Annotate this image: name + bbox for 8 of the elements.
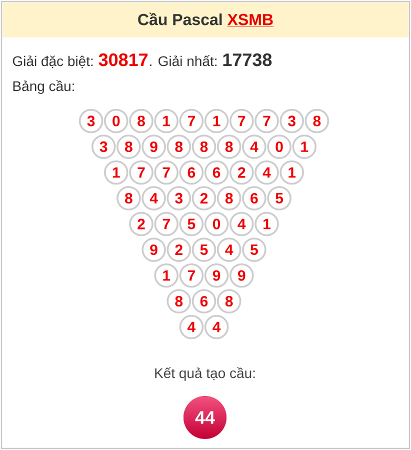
result-label: Kết quả tạo cầu: bbox=[155, 367, 255, 381]
link: XSMB bbox=[227, 14, 274, 27]
section-label: Bảng cầu: bbox=[13, 80, 74, 94]
prize-label: Giải đặc biệt: bbox=[12, 56, 93, 68]
prize-number: 30817 bbox=[98, 53, 148, 66]
header-band: Cầu Pascal XSMB bbox=[2, 2, 408, 38]
prize-label: . Giải nhất: bbox=[150, 55, 216, 66]
prize-number: 17738 bbox=[223, 53, 272, 66]
